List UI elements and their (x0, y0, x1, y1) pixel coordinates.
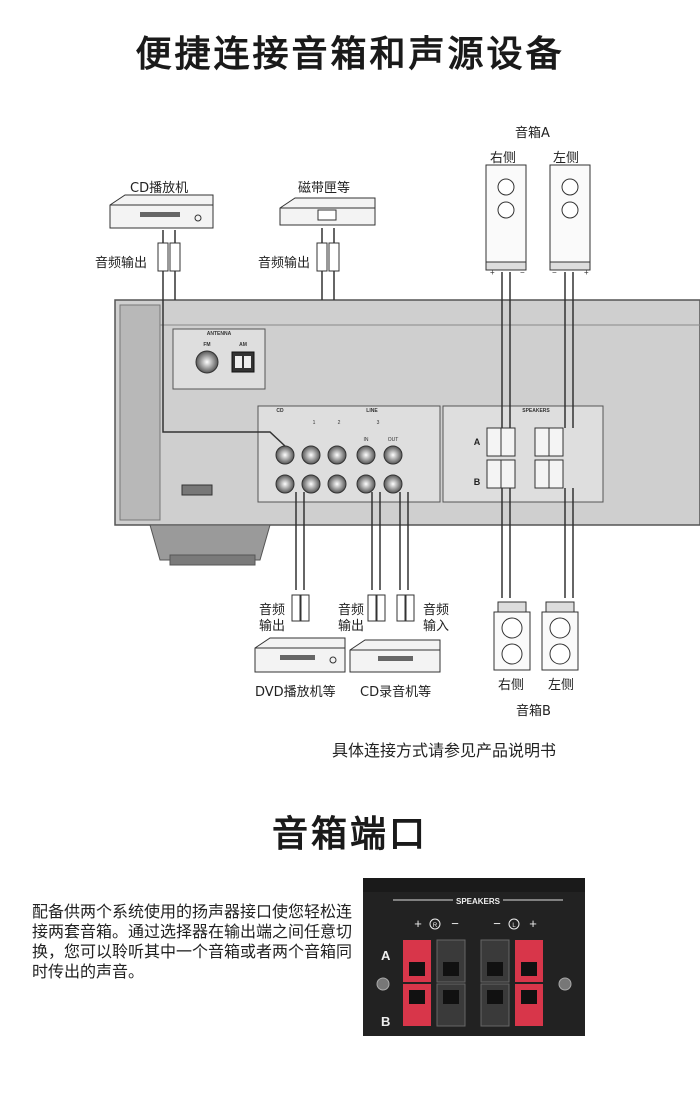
svg-text:B: B (474, 477, 481, 487)
dvd-player (254, 637, 346, 673)
section-title: 音箱端口 (271, 814, 428, 855)
svg-text:A: A (474, 437, 481, 447)
svg-text:+: + (584, 268, 589, 277)
svg-text:−: − (451, 916, 459, 931)
terminal-speakers-label: SPEAKERS (456, 897, 501, 906)
cd-player-label: CD播放机 (130, 181, 189, 196)
cdr-audio-in-label: 音频 输入 (422, 603, 449, 634)
svg-text:B: B (381, 1014, 390, 1029)
svg-text:+: + (414, 916, 422, 931)
manual-note: 具体连接方式请参见产品说明书 (332, 741, 557, 760)
cd-audio-out-label: 音频输出 (95, 256, 148, 271)
svg-text:+: + (490, 268, 495, 277)
svg-text:2: 2 (338, 420, 341, 426)
tape-deck-label: 磁带匣等 (298, 181, 351, 196)
tape-audio-out-label: 音频输出 (258, 256, 311, 271)
speaker-terminal-photo: SPEAKERS + R − − L + A B (363, 878, 585, 1036)
cd-player (109, 194, 214, 229)
rca-jacks (275, 445, 403, 494)
receiver-rear: ANTENNA FM AM CD LINE 1 2 3 IN OUT (114, 299, 700, 566)
svg-text:OUT: OUT (388, 437, 399, 443)
connection-diagram: ANTENNA FM AM CD LINE 1 2 3 IN OUT (109, 164, 700, 673)
speakers-b-label: 音箱B (516, 704, 551, 719)
dvd-audio-out-label: 音频 输出 (258, 603, 285, 634)
svg-text:L: L (512, 923, 516, 929)
speakers-a-label: 音箱A (515, 126, 550, 141)
page-title: 便捷连接音箱和声源设备 (135, 34, 565, 75)
cd-recorder (349, 639, 441, 673)
speakers-a: + − − + (485, 164, 591, 277)
svg-text:LINE: LINE (366, 408, 378, 414)
svg-text:−: − (520, 268, 525, 277)
speaker-terminal-description: 配备供两个系统使用的扬声器接口使您轻松连接两套音箱。通过选择器在输出端之间任意切… (32, 902, 353, 981)
svg-text:CD: CD (276, 408, 284, 414)
tape-deck (279, 197, 376, 226)
svg-text:AM: AM (239, 342, 247, 348)
svg-text:1: 1 (313, 420, 316, 426)
speakers-b (493, 601, 579, 671)
speaker-b-left-label: 左侧 (548, 678, 575, 693)
svg-text:−: − (493, 916, 501, 931)
svg-text:3: 3 (377, 420, 380, 426)
cdr-audio-out-label: 音频 输出 (337, 603, 364, 634)
svg-text:IN: IN (364, 437, 369, 443)
svg-text:FM: FM (203, 342, 210, 348)
dvd-player-label: DVD播放机等 (255, 685, 336, 700)
svg-text:A: A (381, 948, 391, 963)
speaker-a-right-label: 右侧 (490, 151, 517, 166)
speaker-b-right-label: 右侧 (498, 678, 525, 693)
speaker-a-left-label: 左侧 (553, 151, 580, 166)
cd-recorder-label: CD录音机等 (360, 685, 432, 700)
svg-text:−: − (552, 268, 557, 277)
antenna-label: ANTENNA (207, 331, 232, 337)
svg-text:SPEAKERS: SPEAKERS (522, 408, 550, 414)
svg-text:R: R (433, 923, 438, 929)
svg-text:+: + (529, 916, 537, 931)
